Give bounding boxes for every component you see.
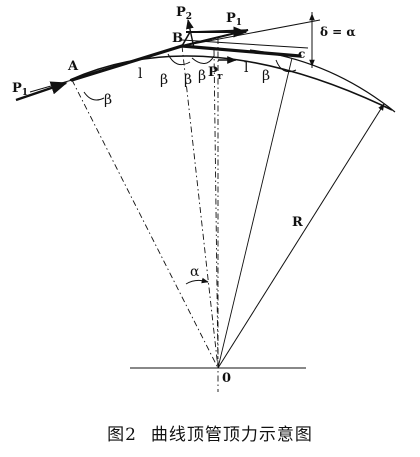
label-alpha: α	[190, 264, 200, 280]
label-origin: 0	[222, 371, 231, 386]
beta-arc-right	[275, 59, 297, 73]
radial-line-a	[71, 79, 219, 369]
label-point-a: A	[67, 59, 79, 74]
label-beta-b3: β	[198, 68, 206, 84]
label-delta-eq: δ = α	[320, 25, 356, 39]
radial-line-b	[181, 45, 219, 369]
label-p2: P2	[176, 5, 192, 22]
figure-caption: 图2 曲线顶管顶力示意图	[107, 425, 313, 445]
label-pr: Pr	[208, 65, 223, 82]
tangent-extension-left	[29, 79, 73, 93]
radius-r	[217, 103, 385, 369]
label-beta-b2: β	[184, 72, 192, 88]
label-point-b: B	[172, 31, 183, 46]
p1-left-arrow	[15, 81, 68, 102]
radial-line-right	[217, 57, 293, 369]
label-l-right: l	[244, 60, 249, 76]
resultant-arrow	[181, 29, 249, 47]
radial-line-mid	[213, 49, 219, 369]
beta-arc-b-left	[167, 53, 191, 66]
label-radius: R	[292, 215, 303, 230]
chord-left	[70, 44, 184, 82]
beta-arc-b-right	[191, 55, 215, 64]
beta-arc-a	[83, 91, 105, 101]
label-beta-b1: β	[160, 72, 168, 88]
label-beta-right: β	[262, 68, 270, 84]
label-p1-top: P1	[226, 11, 242, 28]
chord-right	[180, 44, 302, 58]
alpha-arrow	[201, 277, 209, 284]
label-c: c	[298, 47, 305, 61]
label-p1-left: P1	[12, 81, 28, 98]
label-beta-a: β	[104, 92, 112, 108]
figure-number: 图2	[107, 425, 137, 445]
pipeline-arc	[69, 55, 393, 111]
figure-title: 曲线顶管顶力示意图	[151, 425, 313, 445]
label-l-left: l	[138, 66, 143, 82]
